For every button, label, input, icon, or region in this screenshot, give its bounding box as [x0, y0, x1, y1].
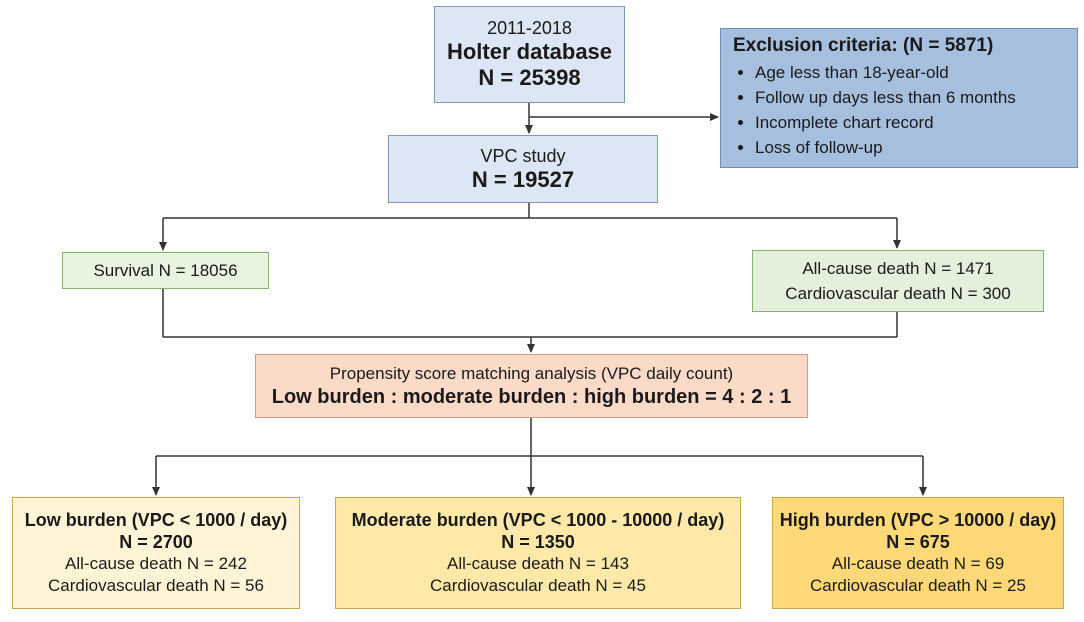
propensity-score-box: Propensity score matching analysis (VPC …	[255, 354, 808, 418]
branch-line-groups	[156, 418, 923, 457]
group-all-cause-death: All-cause death N = 69	[831, 554, 1005, 573]
exclusion-item: Loss of follow-up	[755, 135, 1065, 160]
group-all-cause-death: All-cause death N = 143	[447, 554, 629, 573]
death-box: All-cause death N = 1471 Cardiovascular …	[752, 250, 1044, 312]
vpc-study-count: N = 19527	[471, 166, 575, 192]
survival-box: Survival N = 18056	[62, 252, 269, 289]
group-count: N = 675	[886, 532, 950, 552]
vpc-study-title: VPC study	[480, 145, 566, 166]
group-all-cause-death: All-cause death N = 242	[65, 554, 247, 573]
exclusion-item: Incomplete chart record	[755, 110, 1065, 135]
exclusion-title: Exclusion criteria: (N = 5871)	[733, 35, 994, 56]
all-cause-death-label: All-cause death N = 1471	[802, 259, 994, 278]
group-title: High burden (VPC > 10000 / day)	[779, 510, 1057, 530]
cardiovascular-death-label: Cardiovascular death N = 300	[785, 284, 1011, 303]
group-title: Moderate burden (VPC < 1000 - 10000 / da…	[351, 510, 725, 530]
branch-line-outcomes	[163, 203, 897, 219]
merge-line-outcomes	[162, 289, 898, 338]
group-count: N = 2700	[119, 532, 193, 552]
vpc-study-box: VPC study N = 19527	[388, 135, 658, 203]
group-cardiovascular-death: Cardiovascular death N = 45	[430, 576, 646, 595]
survival-label: Survival N = 18056	[93, 260, 238, 280]
exclusion-item: Follow up days less than 6 months	[755, 85, 1065, 110]
group-title: Low burden (VPC < 1000 / day)	[24, 510, 288, 530]
low-burden-box: Low burden (VPC < 1000 / day) N = 2700 A…	[12, 497, 300, 609]
holter-count: N = 25398	[478, 65, 581, 90]
moderate-burden-box: Moderate burden (VPC < 1000 - 10000 / da…	[335, 497, 741, 609]
exclusion-item: Age less than 18-year-old	[755, 60, 1065, 85]
holter-database-box: 2011-2018 Holter database N = 25398	[434, 6, 625, 103]
holter-years: 2011-2018	[487, 18, 572, 38]
exclusion-criteria-box: Exclusion criteria: (N = 5871) Age less …	[720, 28, 1078, 168]
group-count: N = 1350	[501, 532, 575, 552]
group-cardiovascular-death: Cardiovascular death N = 25	[810, 576, 1026, 595]
high-burden-box: High burden (VPC > 10000 / day) N = 675 …	[772, 497, 1064, 609]
holter-title: Holter database	[446, 39, 613, 64]
psm-title: Propensity score matching analysis (VPC …	[329, 363, 734, 383]
exclusion-list: Age less than 18-year-old Follow up days…	[733, 60, 1065, 160]
group-cardiovascular-death: Cardiovascular death N = 56	[48, 576, 264, 595]
psm-ratio: Low burden : moderate burden : high burd…	[271, 385, 792, 408]
